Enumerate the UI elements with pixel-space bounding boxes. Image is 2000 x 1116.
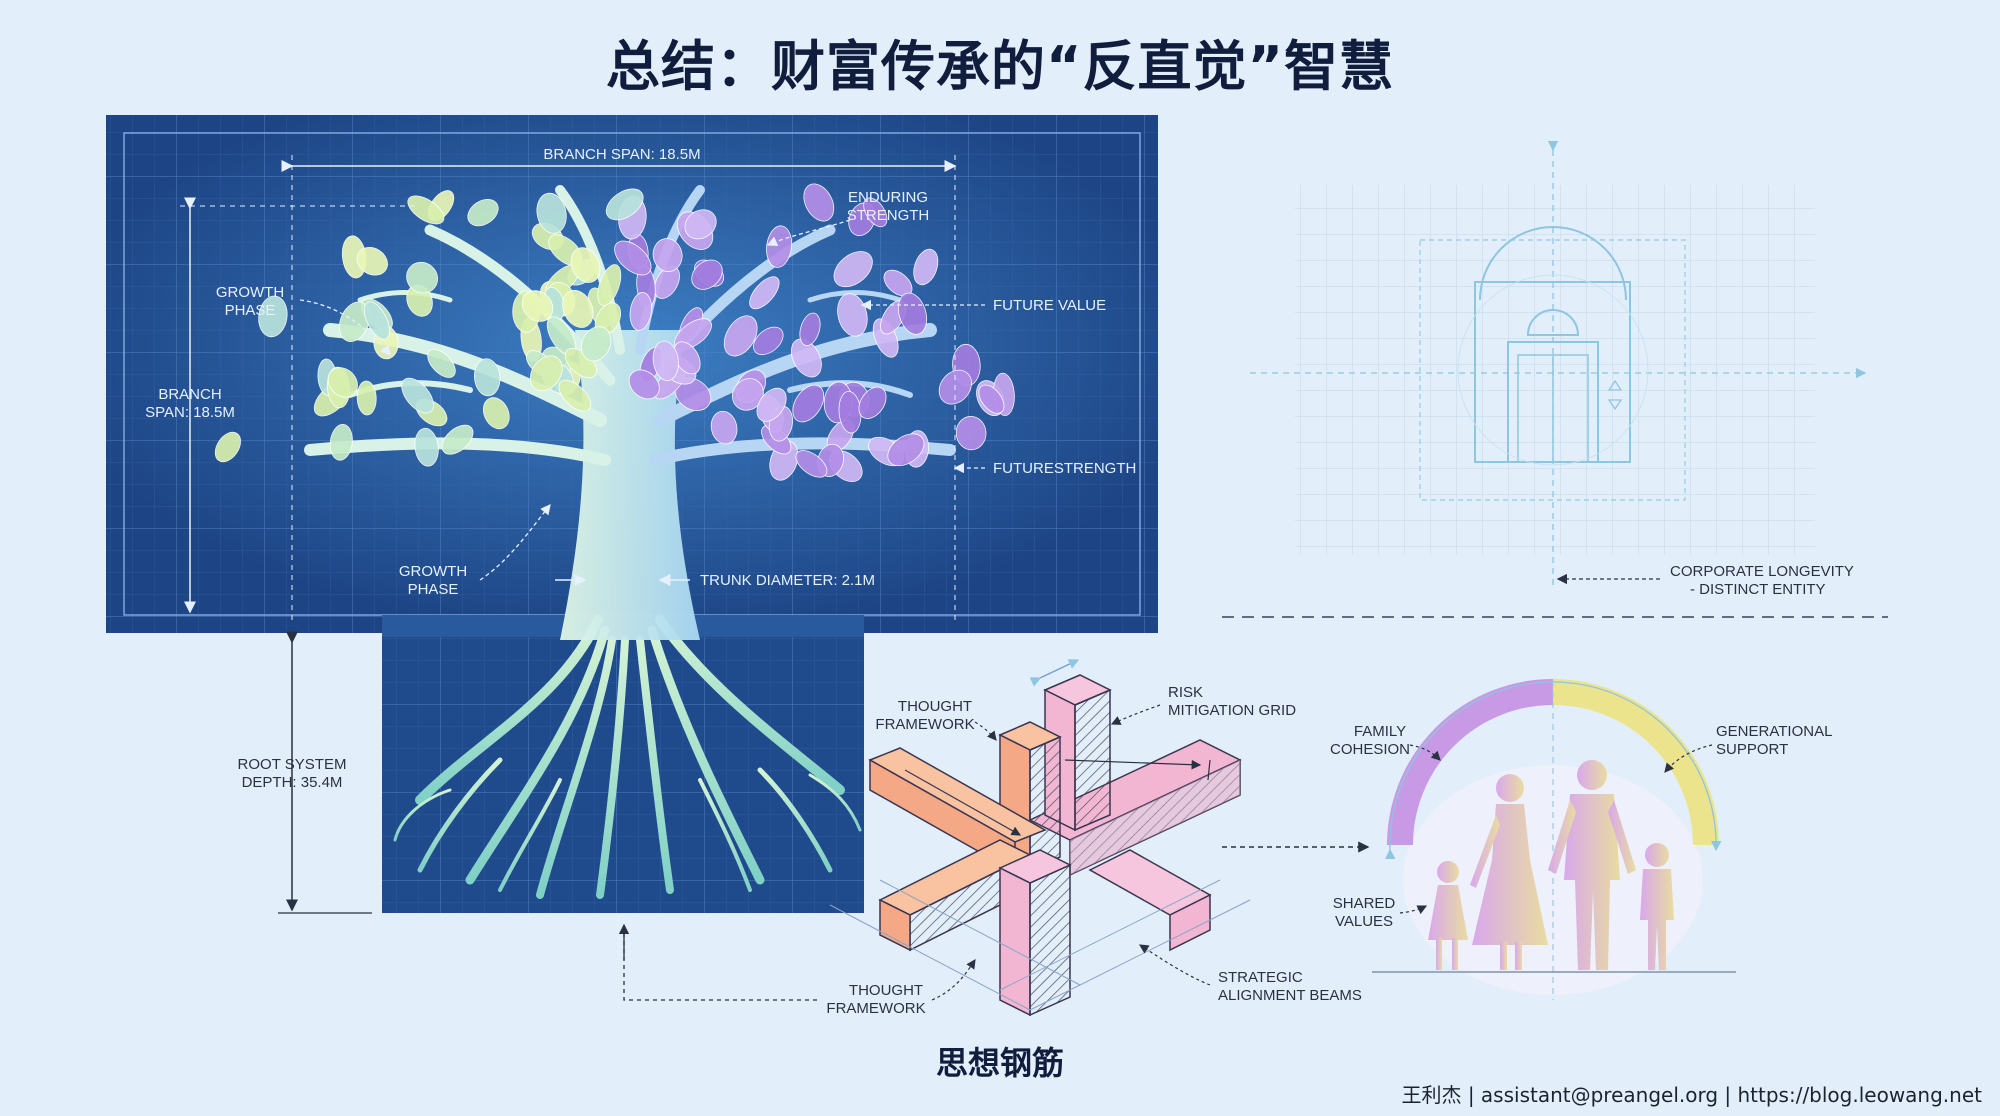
- leaf: [887, 433, 925, 467]
- family-cohesion-label-1: FAMILY: [1354, 723, 1406, 740]
- leaf: [414, 427, 439, 467]
- corporate-wireframe: CORPORATE LONGEVITY - DISTINCT ENTITY: [1250, 140, 1867, 598]
- leaf: [766, 225, 793, 268]
- growth-phase-bottom-label-1: GROWTH: [399, 563, 467, 580]
- leaf: [749, 276, 780, 310]
- leaf: [401, 377, 434, 414]
- leaf: [897, 292, 928, 335]
- leaf: [363, 301, 390, 340]
- leaf: [356, 247, 388, 276]
- leaf: [474, 358, 501, 397]
- leaf: [441, 424, 474, 455]
- leaf: [863, 197, 888, 228]
- strategic-label-2: ALIGNMENT BEAMS: [1218, 987, 1362, 1004]
- leaf: [407, 195, 445, 225]
- leaf: [427, 348, 456, 378]
- leaf: [756, 387, 787, 422]
- leaf: [691, 259, 723, 290]
- leaf: [482, 397, 510, 430]
- leaf: [536, 192, 567, 234]
- family-illustration: FAMILY COHESION GENERATIONAL SUPPORT SHA…: [1330, 679, 1832, 1000]
- leaf: [628, 369, 660, 400]
- leaf: [214, 431, 241, 463]
- leaf: [858, 386, 887, 419]
- branch-span-left-label-1: BRANCH: [158, 386, 221, 403]
- leaf: [605, 188, 644, 221]
- leaf: [652, 340, 679, 381]
- leaf: [629, 292, 652, 331]
- generational-support-label-2: SUPPORT: [1716, 741, 1788, 758]
- leaf: [570, 247, 601, 283]
- leaf: [792, 384, 825, 423]
- risk-label-1: RISK: [1168, 684, 1203, 701]
- shared-values-label-1: SHARED: [1333, 895, 1396, 912]
- leaf: [795, 450, 828, 478]
- leaf: [356, 380, 377, 416]
- corporate-label-2: - DISTINCT ENTITY: [1690, 581, 1826, 598]
- enduring-strength-label-1: ENDURING: [848, 189, 928, 206]
- leaf: [558, 379, 592, 412]
- leaf: [978, 384, 1005, 414]
- leaf: [913, 248, 939, 286]
- leaf: [837, 293, 868, 337]
- leaf: [614, 240, 652, 276]
- leaf: [529, 355, 563, 392]
- branch-span-top-label: BRANCH SPAN: 18.5M: [543, 146, 700, 163]
- risk-label-2: MITIGATION GRID: [1168, 702, 1296, 719]
- leaf: [723, 315, 758, 357]
- leaf: [955, 416, 987, 451]
- tree-annotations: BRANCH SPAN: 18.5M BRANCH SPAN: 18.5M EN…: [145, 146, 1136, 620]
- future-strength-label: FUTURESTRENGTH: [993, 460, 1136, 477]
- branch-span-left-label-2: SPAN: 18.5M: [145, 404, 235, 421]
- leaf: [684, 209, 717, 240]
- leaf: [710, 410, 738, 445]
- thought-framework-top-label-2: FRAMEWORK: [875, 716, 974, 733]
- leaf: [790, 338, 822, 378]
- thought-framework-top-label-1: THOUGHT: [898, 698, 972, 715]
- growth-phase-top-label-1: GROWTH: [216, 284, 284, 301]
- thought-framework-bottom-label-2: FRAMEWORK: [826, 1000, 925, 1017]
- thought-framework-bottom-label-1: THOUGHT: [849, 982, 923, 999]
- trunk-diameter-label: TRUNK DIAMETER: 2.1M: [700, 572, 875, 589]
- page-title: 总结：财富传承的“反直觉”智慧: [606, 35, 1394, 98]
- leaf: [803, 183, 835, 222]
- root-system-label-2: DEPTH: 35.4M: [242, 774, 343, 791]
- leaf: [597, 264, 622, 306]
- tree-illustration: [214, 183, 1015, 899]
- thought-framework-structure: THOUGHT FRAMEWORK RISK MITIGATION GRID T…: [618, 659, 1362, 1017]
- leaf: [833, 251, 873, 288]
- leaf: [258, 295, 288, 338]
- enduring-strength-label-2: STRENGTH: [847, 207, 930, 224]
- root-depth-annotation: ROOT SYSTEM DEPTH: 35.4M: [238, 631, 372, 914]
- leaf: [521, 290, 554, 322]
- family-cohesion-label-2: COHESION: [1330, 741, 1410, 758]
- shared-values-label-2: VALUES: [1335, 913, 1393, 930]
- footer-credits: 王利杰 | assistant@preangel.org | https://b…: [1401, 1083, 1982, 1107]
- leaf: [406, 261, 439, 294]
- framework-caption: 思想钢筋: [935, 1044, 1064, 1082]
- corporate-label-1: CORPORATE LONGEVITY: [1670, 563, 1854, 580]
- leaf: [799, 312, 821, 346]
- leaf: [329, 423, 353, 461]
- leaf: [652, 238, 683, 273]
- leaf: [327, 367, 358, 398]
- leaf: [467, 198, 499, 227]
- generational-support-label-1: GENERATIONAL: [1716, 723, 1832, 740]
- leaf: [753, 326, 784, 356]
- leaf: [581, 326, 612, 362]
- strategic-label-1: STRATEGIC: [1218, 969, 1303, 986]
- leaf: [562, 289, 594, 328]
- root-system-label-1: ROOT SYSTEM: [238, 756, 347, 773]
- future-value-label: FUTURE VALUE: [993, 297, 1106, 314]
- growth-phase-bottom-label-2: PHASE: [408, 581, 459, 598]
- growth-phase-top-label-2: PHASE: [225, 302, 276, 319]
